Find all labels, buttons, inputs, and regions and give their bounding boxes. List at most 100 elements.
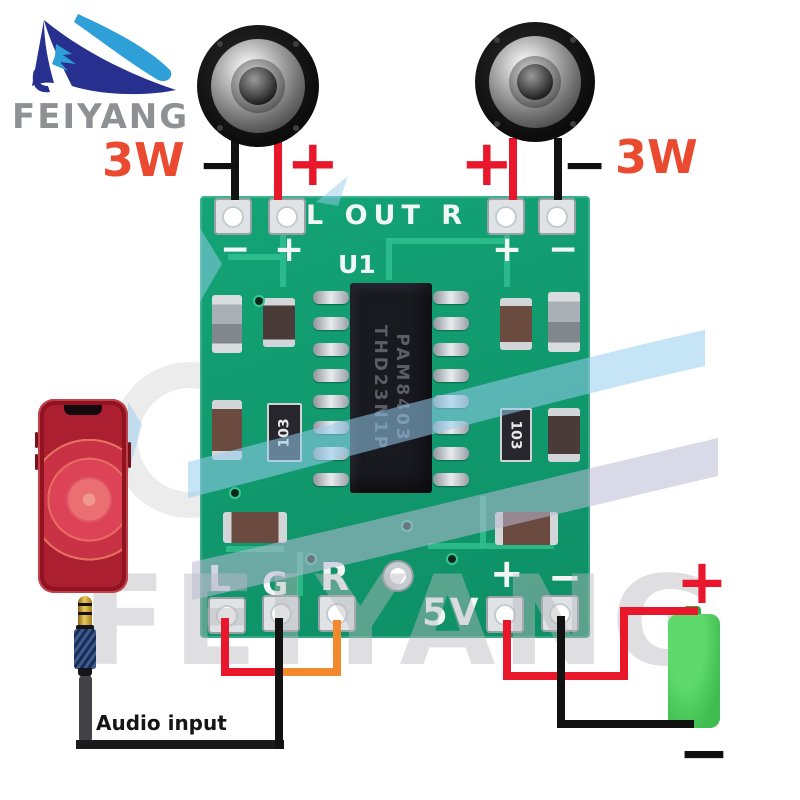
chip-pin: [313, 421, 349, 434]
screw-icon: [217, 41, 223, 47]
audio-cable-vertical: [79, 674, 92, 744]
wire-power-neg-h: [557, 720, 694, 728]
audio-input-label: Audio input: [96, 711, 227, 735]
audio-jack-collar: [76, 625, 94, 630]
audio-jack-taper: [78, 668, 92, 676]
phone-button: [35, 454, 38, 470]
wire-power-pos-h1: [503, 672, 628, 680]
battery: [668, 614, 720, 728]
chip-pin: [433, 317, 469, 330]
speaker-left-pos-label: +: [286, 127, 340, 201]
silk-sign: +: [492, 229, 523, 270]
speaker-right: [475, 22, 595, 142]
logo-swoosh-icon: [32, 14, 176, 95]
chip-pin: [433, 447, 469, 460]
chip-pin: [433, 369, 469, 382]
capacitor: [263, 298, 295, 347]
screw-icon: [217, 125, 223, 131]
silk-power-label: 5V: [422, 591, 481, 634]
resistor-marking: 103: [508, 420, 525, 450]
chip-pin: [313, 317, 349, 330]
chip-pin: [313, 343, 349, 356]
chip-marking-line1: PAM8403: [392, 333, 412, 443]
phone-button: [35, 432, 38, 448]
speaker-right-dome: [517, 64, 553, 100]
speaker-right-pos-label: +: [460, 127, 514, 201]
chip-pin: [313, 473, 349, 486]
chip-pin: [433, 473, 469, 486]
pcb-trace: [386, 238, 392, 280]
pcb-trace: [280, 233, 286, 287]
wire-power-pos-v1: [503, 620, 511, 680]
screw-icon: [494, 121, 500, 127]
via-icon: [229, 487, 241, 499]
chip-pin: [313, 291, 349, 304]
silk-sign: −: [548, 229, 579, 270]
silk-chip-ref: U1: [338, 250, 376, 279]
capacitor: [212, 295, 242, 353]
wire-input-ground: [275, 618, 283, 749]
battery-neg-label: −: [678, 716, 730, 789]
logo-text: FEIYANG: [12, 97, 190, 137]
wire-speaker-right-negative: [554, 138, 562, 200]
wire-speaker-left-negative: [231, 138, 239, 200]
pad-out-left-pos: [268, 198, 306, 235]
chip-pin: [433, 395, 469, 408]
capacitor: [223, 512, 287, 543]
chip-pin: [433, 421, 469, 434]
wire-input-left-h: [221, 668, 287, 676]
screw-icon: [494, 37, 500, 43]
chip-marking-line2: THD23N1P: [370, 324, 390, 452]
chip-pin: [313, 447, 349, 460]
silk-output-label: L OUT R: [306, 200, 469, 231]
silk-sign: +: [274, 229, 305, 270]
jack-ring-icon: [78, 603, 92, 606]
wire-input-left-v: [221, 618, 229, 676]
capacitor: [500, 298, 532, 350]
chip-marking: PAM8403 THD23N1P: [369, 288, 413, 488]
wire-speaker-left-positive: [274, 138, 282, 200]
battery-pos-label: +: [676, 545, 728, 618]
chip-pin: [313, 395, 349, 408]
audio-jack-body: [74, 629, 96, 669]
screw-icon: [293, 125, 299, 131]
speaker-right-power-label: 3W: [615, 130, 698, 184]
wire-input-right-v: [333, 620, 341, 676]
phone-button: [128, 442, 131, 468]
silk-sign: −: [220, 229, 251, 270]
resistor-103-left: 103: [267, 403, 302, 462]
speaker-left-neg-label: −: [198, 133, 244, 196]
pcb-trace: [504, 233, 510, 287]
smartphone: [35, 399, 131, 593]
wire-input-right-h: [283, 668, 341, 676]
speaker-left-dome: [239, 67, 277, 105]
speaker-left: [197, 25, 319, 147]
chip-pin: [313, 369, 349, 382]
via-icon: [253, 295, 265, 307]
pcb-trace: [386, 238, 508, 244]
resistor-103-right: 103: [500, 408, 532, 462]
screw-icon: [293, 41, 299, 47]
wire-power-pos-h2: [620, 607, 698, 615]
speaker-right-neg-label: −: [562, 133, 608, 196]
wire-power-neg-v: [557, 616, 565, 728]
resistor-marking: 103: [276, 417, 293, 448]
speaker-left-power-label: 3W: [102, 133, 185, 187]
chip-pin: [433, 343, 469, 356]
capacitor: [548, 408, 580, 462]
pcb-trace: [228, 254, 282, 260]
wire-speaker-right-positive: [509, 138, 517, 200]
capacitor: [212, 400, 242, 460]
chip-pin: [433, 291, 469, 304]
audio-cable-horizontal: [76, 740, 284, 749]
pcb-trace: [480, 496, 486, 548]
phone-screen: [44, 405, 122, 587]
via-icon: [401, 520, 413, 532]
pad-out-right-pos: [487, 198, 525, 235]
screw-icon: [570, 121, 576, 127]
wire-power-pos-v2: [620, 607, 628, 680]
capacitor: [495, 512, 558, 545]
screw-icon: [570, 37, 576, 43]
jack-ring-icon: [78, 612, 92, 615]
